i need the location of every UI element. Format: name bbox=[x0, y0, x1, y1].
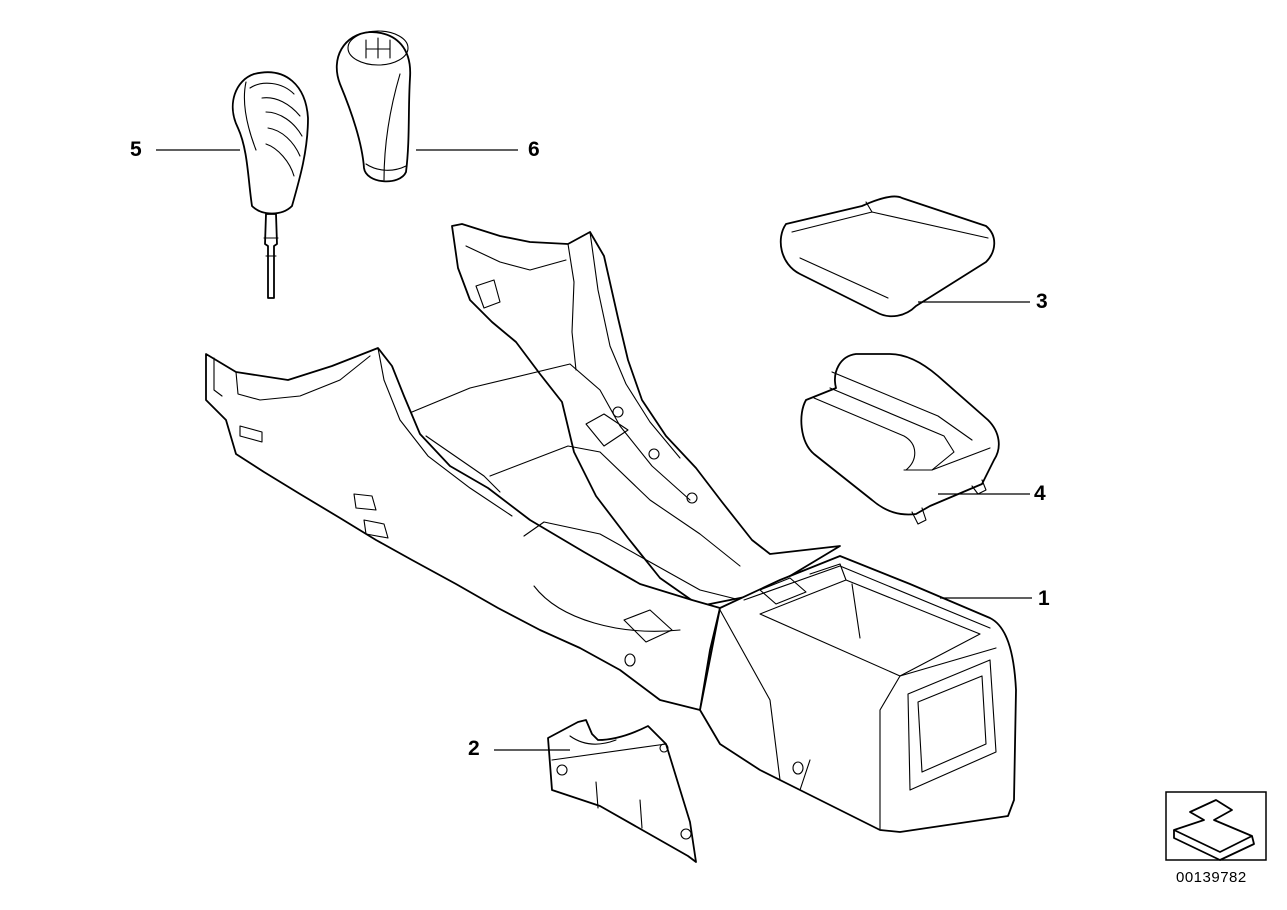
part-2-trim-bracket bbox=[547, 719, 697, 863]
part-6-manual-gear-knob bbox=[335, 30, 411, 183]
part-4-armrest-base bbox=[800, 353, 1000, 525]
leader-lines bbox=[156, 149, 1032, 751]
catalog-number: 00139782 bbox=[1176, 869, 1247, 886]
part-5-automatic-selector-knob bbox=[231, 71, 309, 299]
callout-1: 1 bbox=[1038, 587, 1050, 610]
callout-6: 6 bbox=[528, 138, 540, 161]
callout-4: 4 bbox=[1034, 482, 1046, 505]
callout-5: 5 bbox=[130, 138, 142, 161]
direction-arrow-icon bbox=[1165, 791, 1267, 861]
callout-3: 3 bbox=[1036, 290, 1048, 313]
part-1-centre-console bbox=[205, 223, 1017, 833]
part-3-armrest-cover bbox=[779, 195, 996, 318]
callout-2: 2 bbox=[468, 737, 480, 760]
